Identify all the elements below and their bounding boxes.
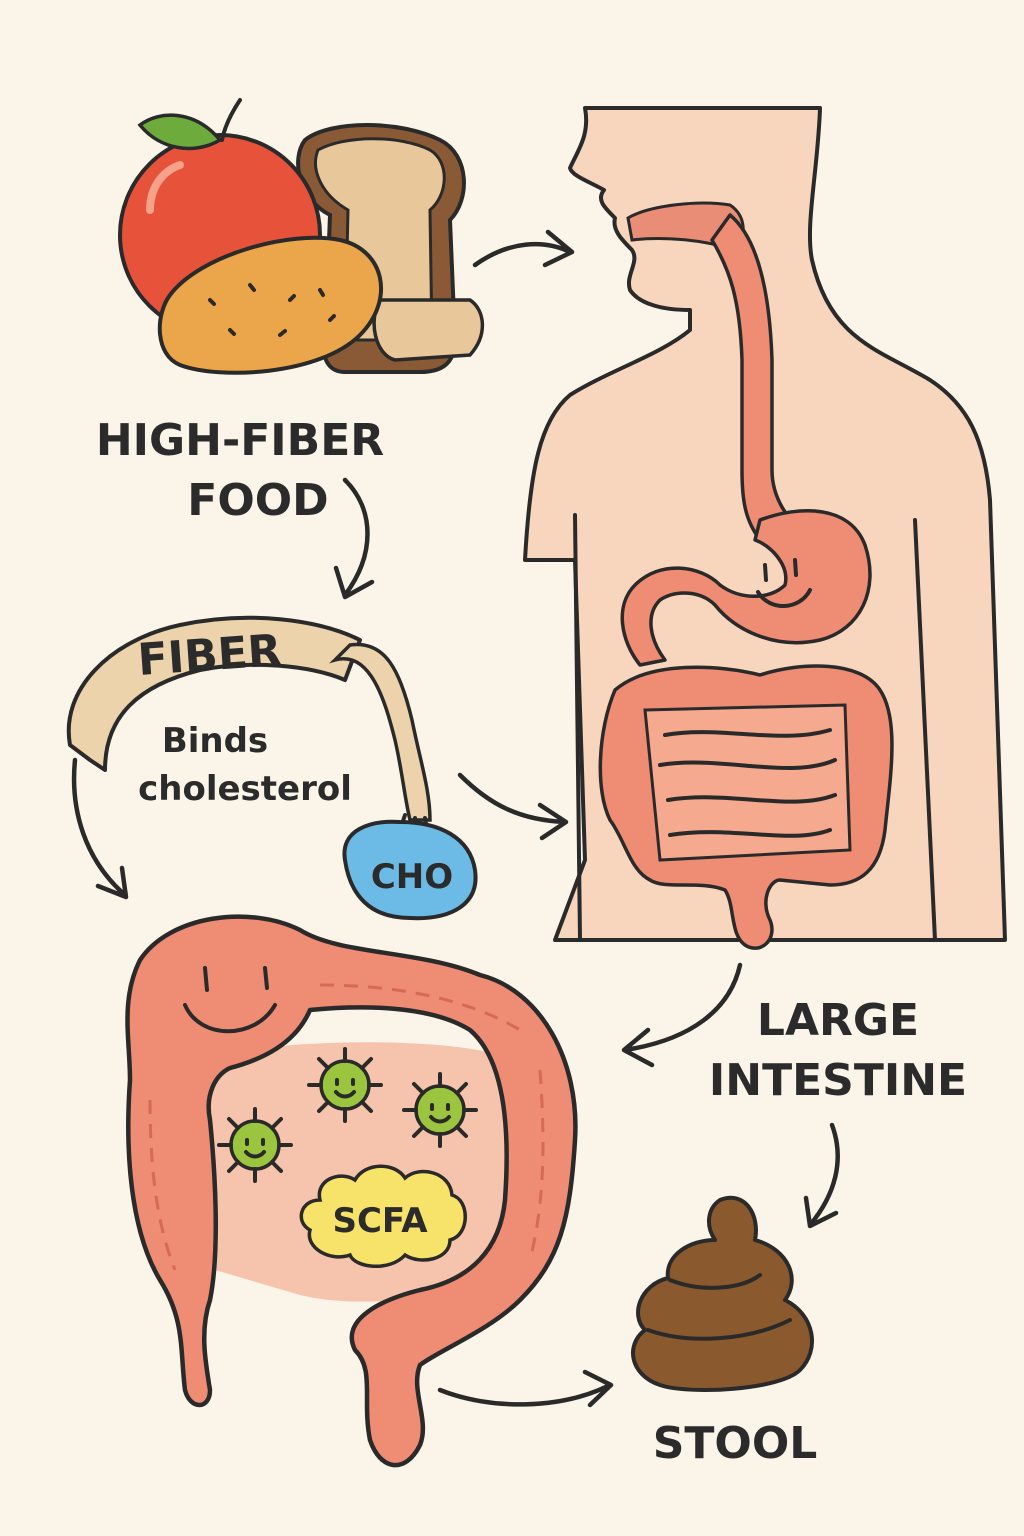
label-binds: Binds bbox=[162, 721, 268, 761]
label-cholesterol: cholesterol bbox=[138, 769, 352, 809]
body-small-intestine bbox=[643, 703, 852, 862]
potato-texture bbox=[208, 283, 336, 337]
stool-shape bbox=[631, 1195, 814, 1392]
cho-blob-shape bbox=[342, 819, 478, 921]
arm-line-right bbox=[913, 518, 937, 942]
scfa-cloud: SCFA bbox=[299, 1164, 467, 1269]
label-food-word: FOOD bbox=[187, 475, 328, 526]
apple-highlight bbox=[146, 161, 184, 214]
arrow-food-to-fiber bbox=[333, 477, 375, 600]
label-stool: STOOL bbox=[653, 1418, 818, 1469]
food-illustration bbox=[118, 98, 485, 375]
fiber-strand bbox=[329, 642, 432, 822]
bread-slice-front bbox=[372, 298, 485, 362]
arrow-fiber-to-colon bbox=[71, 757, 129, 900]
potato bbox=[157, 235, 383, 375]
bacterium bbox=[307, 1047, 383, 1123]
bacterium bbox=[402, 1072, 478, 1148]
colon-face bbox=[183, 966, 277, 1034]
label-high-fiber: HIGH-FIBER bbox=[96, 415, 384, 466]
apple-leaf bbox=[137, 113, 223, 151]
label-fiber: FIBER bbox=[136, 625, 283, 686]
label-cho: CHO bbox=[371, 857, 453, 897]
arrow-body-to-large-intestine bbox=[621, 962, 743, 1068]
label-scfa: SCFA bbox=[332, 1201, 428, 1241]
colon-haustra-lines bbox=[148, 983, 545, 1271]
label-intestine: INTESTINE bbox=[709, 1055, 967, 1106]
cholesterol-blob: CHO bbox=[342, 819, 478, 921]
arrow-food-to-mouth bbox=[472, 229, 575, 268]
stomach-face bbox=[756, 558, 812, 608]
arrow-colon-to-stool bbox=[437, 1369, 614, 1408]
stool-ridges bbox=[646, 1273, 792, 1341]
label-large: LARGE bbox=[757, 995, 919, 1046]
scfa-cloud-shape bbox=[299, 1164, 467, 1269]
small-intestine-coils bbox=[658, 728, 837, 838]
fiber-band-shape bbox=[66, 615, 362, 772]
large-intestine-illustration: SCFA bbox=[125, 914, 578, 1468]
colon-shape bbox=[125, 914, 578, 1468]
stomach bbox=[620, 509, 872, 667]
arrow-cho-to-body bbox=[457, 772, 569, 841]
stool-illustration bbox=[631, 1195, 814, 1392]
arrow-large-intestine-to-stool bbox=[803, 1122, 840, 1229]
bacterium bbox=[217, 1107, 293, 1183]
apple-stem bbox=[220, 98, 242, 142]
arm-line-left bbox=[573, 513, 582, 942]
human-body-figure bbox=[523, 106, 1007, 950]
